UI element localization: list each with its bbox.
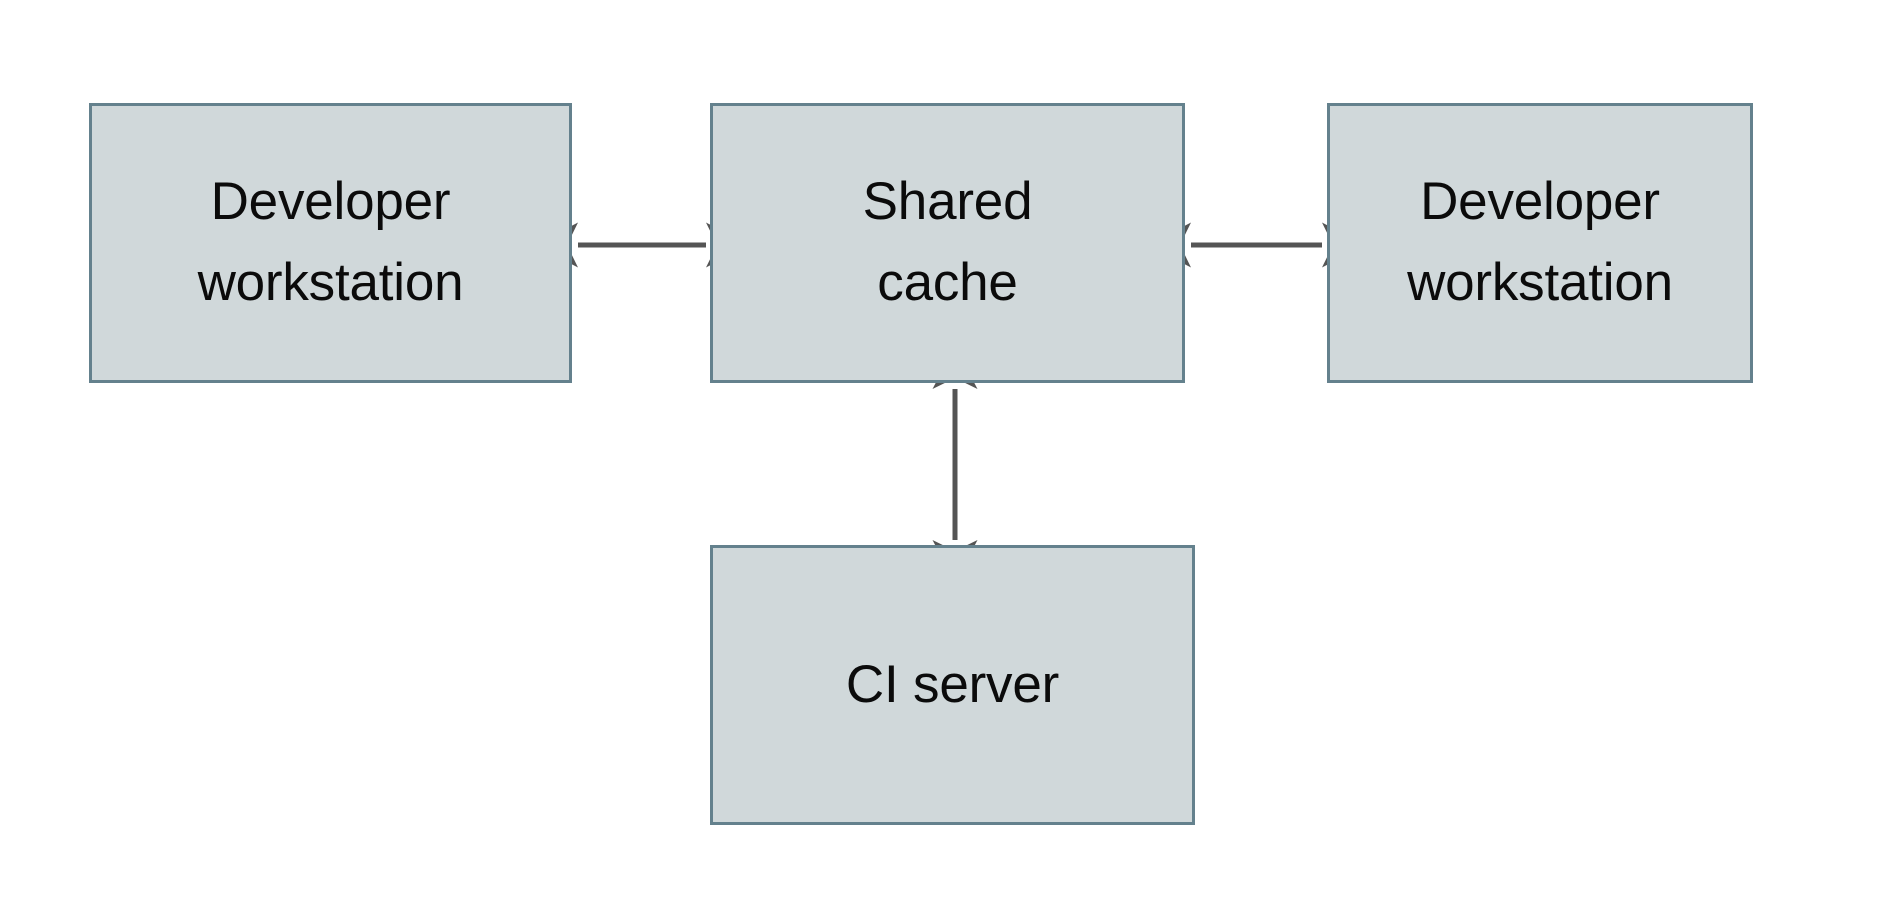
node-developer-workstation-left[interactable]: Developer workstation (89, 103, 572, 383)
node-label: Developer workstation (1407, 172, 1673, 312)
node-shared-cache[interactable]: Shared cache (710, 103, 1185, 383)
node-developer-workstation-right[interactable]: Developer workstation (1327, 103, 1753, 383)
node-label: CI server (845, 654, 1060, 714)
node-label: Developer workstation (197, 172, 464, 312)
node-ci-server[interactable]: CI server (710, 545, 1195, 825)
node-label: Shared cache (862, 172, 1033, 312)
